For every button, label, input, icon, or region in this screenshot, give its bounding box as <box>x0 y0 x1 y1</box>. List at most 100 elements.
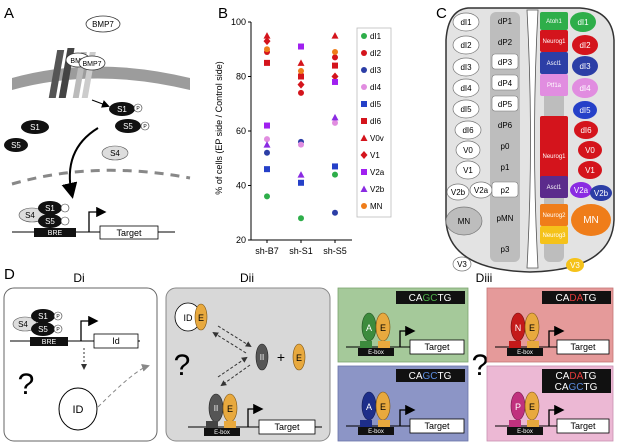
smad5-phos-label: S5 <box>123 122 133 131</box>
legend-label-di4: dI4 <box>370 83 382 92</box>
diii-pink-ebox-left <box>509 420 521 427</box>
nt-mid-label: p1 <box>501 163 510 172</box>
legend-label-v0v: V0v <box>370 134 384 143</box>
nt-right-cell <box>570 12 596 32</box>
nt-tf-domain <box>540 74 568 96</box>
smad5-cyto-label: S5 <box>11 141 21 150</box>
bmp7-ligand-label: BMP7 <box>92 20 114 29</box>
nt-right-label: dI2 <box>579 41 591 50</box>
nt-left-cell <box>452 78 480 98</box>
nt-left-label: dI1 <box>460 18 472 27</box>
nt-left-label: dI6 <box>462 126 474 135</box>
nt-left-label: V2a <box>474 186 489 195</box>
y-tick-label: 100 <box>231 17 246 27</box>
data-point-di6 <box>298 73 304 80</box>
data-point-v0v <box>331 32 339 39</box>
dii-e-protein-top <box>194 303 208 331</box>
nt-mid-label: pMN <box>497 214 514 223</box>
diii-green-seq: CAGCTG <box>409 293 452 304</box>
data-point-di1 <box>264 193 270 200</box>
dii-class-ii-label: II <box>260 353 264 362</box>
nt-mid-label: dP5 <box>498 100 513 109</box>
di-smad5 <box>31 322 55 336</box>
nt-tf-label: Neurog1 <box>542 154 566 160</box>
diii-red-e-label: E <box>529 323 535 333</box>
panel-c-right-column: Atoh1Neurog1Ascl1Ptf1aNeurog1Ascl1Neurog… <box>540 12 612 272</box>
legend-marker-v1 <box>360 151 368 159</box>
nt-right-label: dI4 <box>579 84 591 93</box>
nt-left-label: dI5 <box>460 105 472 114</box>
legend-label-di5: dI5 <box>370 100 382 109</box>
dii-id-protein-label: ID <box>184 313 194 323</box>
nt-tf-domain <box>540 12 568 30</box>
diii-pink-tss-arrow <box>548 404 565 426</box>
panel-c-label: C <box>436 5 447 22</box>
nuclear-import-arrow <box>61 127 99 199</box>
nt-left-cell <box>445 206 483 236</box>
diii-pink-e-label: E <box>529 402 535 412</box>
dii-ebox-left <box>206 421 218 428</box>
smad5-phos <box>115 119 141 133</box>
legend-marker-di2 <box>361 50 367 56</box>
nt-right-cell <box>572 56 598 76</box>
di-bre-element <box>30 337 68 346</box>
data-point-di5 <box>298 179 304 186</box>
bre-element <box>34 228 76 237</box>
data-point-di3 <box>264 149 270 156</box>
diii-pink-ebox-right <box>527 420 539 427</box>
dii-question-mark: ? <box>174 349 191 382</box>
nt-mid-box <box>491 181 519 198</box>
dii-target-box <box>258 419 316 435</box>
phosphate-1-label: P <box>136 106 140 112</box>
diii-blue-seq-tg: TG <box>438 371 452 382</box>
diii-red-ebox-right <box>527 341 539 348</box>
smad4-cyto-label: S4 <box>110 149 120 158</box>
legend-label-di3: dI3 <box>370 66 382 75</box>
nt-tf-label: Neurog1 <box>542 39 566 45</box>
diii-red-ebox-element <box>507 348 543 356</box>
panel-a: A BMP7 BMP BMP7 S1 S5 S1 P S5 P S4 <box>4 5 191 240</box>
dii-bind-arrow-bottom-back <box>217 356 248 378</box>
data-point-di5 <box>264 166 270 173</box>
di-id-protein-label: ID <box>73 404 84 416</box>
nt-left-label: V3 <box>457 260 467 269</box>
nt-mid-box <box>491 53 519 70</box>
progenitor-band-left <box>490 12 520 262</box>
nt-mid-label: p2 <box>501 186 510 195</box>
diii-blue-e-label: E <box>380 402 386 412</box>
nt-left-cell <box>455 160 481 180</box>
panel-b: B % of cells (EP side / Control side) 20… <box>214 5 392 256</box>
nt-right-cell <box>573 101 597 119</box>
nt-right-cell <box>571 204 611 236</box>
complex-phosphate-1 <box>60 203 70 213</box>
di-phosphate-1 <box>53 311 63 321</box>
diii-blue-target-box <box>409 418 465 434</box>
x-tick-label: sh-S5 <box>323 246 347 256</box>
nt-left-cell <box>452 99 480 119</box>
nt-right-cell <box>566 258 584 272</box>
dii-class-ii-protein <box>255 343 269 371</box>
diii-blue-ebox-left <box>360 420 372 427</box>
diii-green-ebox-element <box>358 348 394 356</box>
neural-tube-outline <box>445 7 615 273</box>
complex-phosphate-2 <box>60 216 70 226</box>
di-phosphate-2 <box>53 324 63 334</box>
bmp-ligand-bound-left-label: BMP <box>70 58 86 65</box>
data-point-v2a <box>264 122 270 129</box>
legend-marker-di6 <box>361 118 367 124</box>
nt-right-label: V3 <box>570 261 580 270</box>
nt-right-cell <box>578 161 602 179</box>
bmp7-ligand <box>85 15 121 33</box>
dii-class-ii-bound-label: II <box>214 404 218 413</box>
nt-left-cell <box>452 256 472 272</box>
nt-right-label: MN <box>583 215 599 226</box>
data-point-v1 <box>297 80 305 89</box>
di-smad1 <box>31 309 55 323</box>
diii-pink-seq2-ca: CA <box>555 382 569 393</box>
complex-smad5 <box>38 214 62 228</box>
nt-tf-label: Atoh1 <box>546 19 562 25</box>
nt-right-cell <box>570 182 592 198</box>
target-gene-box <box>99 225 159 240</box>
data-point-v2b <box>297 171 305 178</box>
